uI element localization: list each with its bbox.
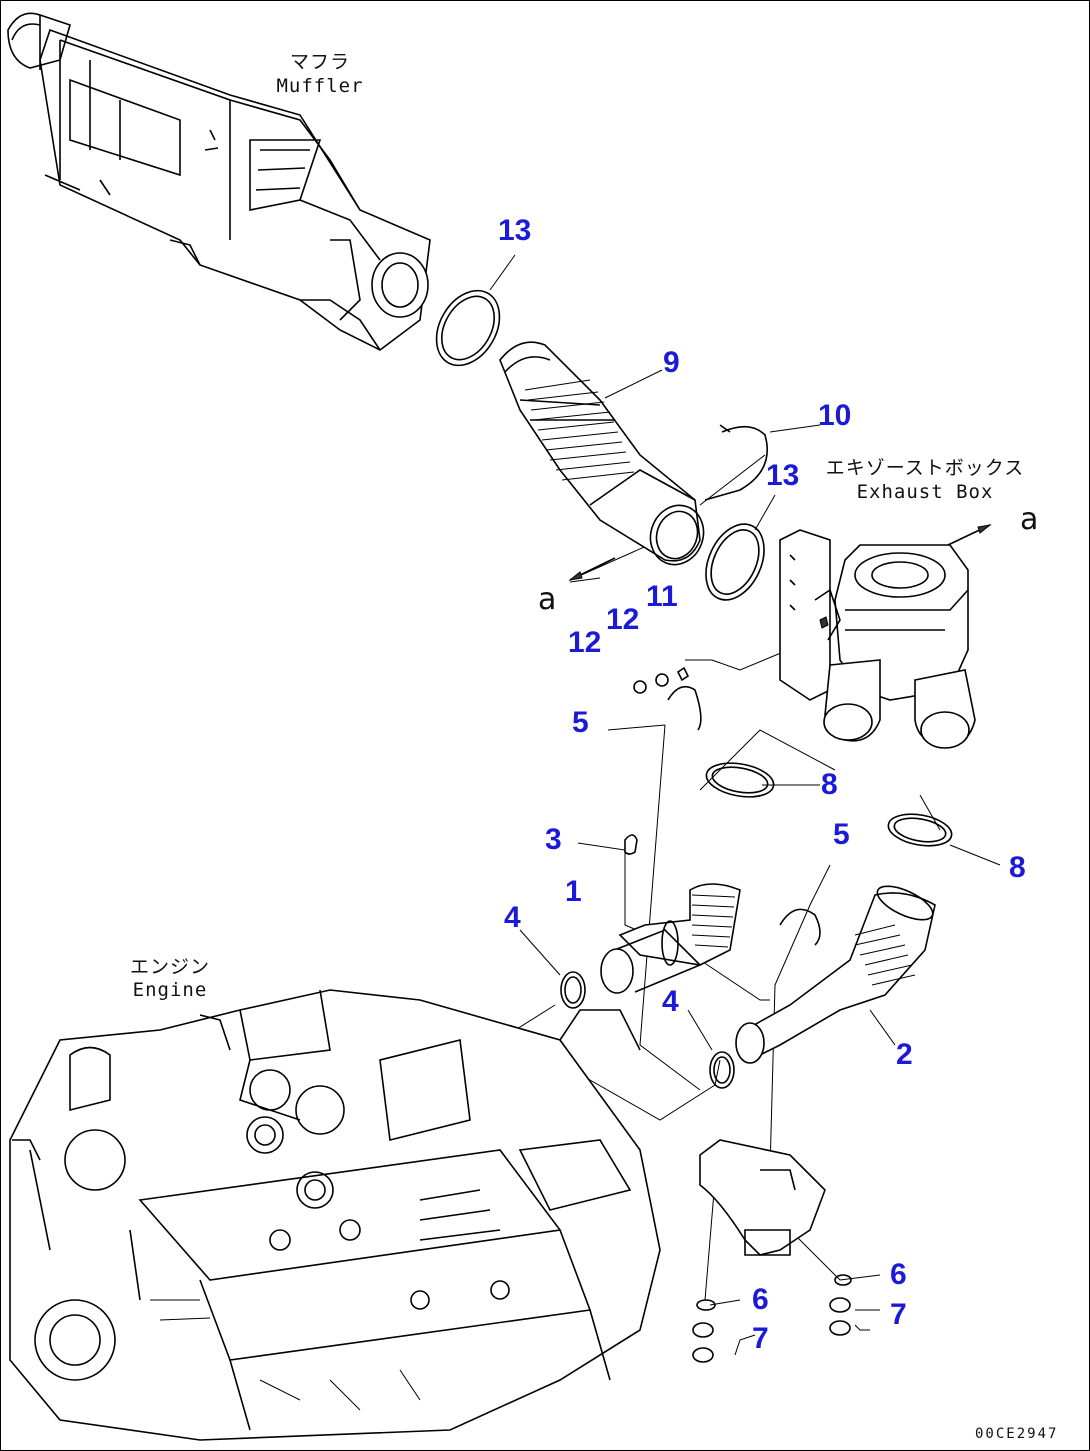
muffler-caption-jp: マフラ: [289, 51, 350, 73]
clip-5-lower: [779, 908, 821, 946]
gasket-8-left: [705, 762, 775, 798]
callout-4-right: 4: [662, 985, 679, 1018]
engine-caption-jp: エンジン: [129, 956, 210, 978]
gasket-13-lower: [705, 523, 765, 601]
callout-12-lower: 12: [568, 626, 602, 659]
clamp-4-right: [709, 1051, 735, 1089]
callout-7-left: 7: [752, 1322, 769, 1355]
pipe-1: [600, 883, 741, 994]
callout-11: 11: [646, 580, 678, 613]
hardware-11-12: [633, 666, 690, 694]
gasket-13-upper: [435, 289, 501, 367]
reference-mark-a-upper: a: [1020, 502, 1039, 537]
hardware-6-7: [692, 1274, 852, 1363]
callout-8-left: 8: [821, 768, 838, 801]
flex-pipe-9: [499, 341, 705, 566]
leader-lines: [419, 254, 1001, 1356]
reference-mark-a-lower: a: [538, 582, 557, 617]
callout-7-right: 7: [890, 1298, 907, 1331]
exhaust-box-drawing: [779, 524, 991, 749]
clamp-4-left: [560, 971, 586, 1009]
drawing-code: 00CE2947: [975, 1426, 1059, 1442]
callout-2: 2: [896, 1038, 913, 1071]
callout-6-left: 6: [752, 1283, 769, 1316]
clip-5-upper: [667, 685, 702, 731]
callout-6-right: 6: [890, 1258, 907, 1291]
nut-3: [624, 834, 638, 855]
muffler-drawing: [7, 12, 431, 351]
callout-8-right: 8: [1009, 851, 1026, 884]
callout-4-left: 4: [504, 901, 521, 934]
reference-arrows: [568, 524, 992, 581]
callout-3: 3: [545, 823, 562, 856]
callout-12-upper: 12: [606, 603, 640, 636]
callout-13-upper: 13: [498, 214, 532, 247]
callout-1: 1: [565, 875, 582, 908]
clip-10: [704, 425, 769, 501]
callout-10: 10: [818, 399, 852, 432]
muffler-caption-en: Muffler: [276, 75, 364, 97]
exhaust-box-caption-jp: エキゾーストボックス: [825, 457, 1025, 479]
engine-drawing: [9, 989, 661, 1441]
callout-5-lower: 5: [833, 818, 850, 851]
callout-9: 9: [663, 346, 680, 379]
callout-13-lower: 13: [766, 459, 800, 492]
bracket: [699, 1139, 826, 1256]
gasket-8-right: [887, 813, 953, 847]
pipe-2: [735, 885, 936, 1064]
engine-caption-en: Engine: [132, 979, 208, 1001]
callout-5-upper: 5: [572, 706, 589, 739]
exhaust-box-caption-en: Exhaust Box: [856, 481, 994, 503]
